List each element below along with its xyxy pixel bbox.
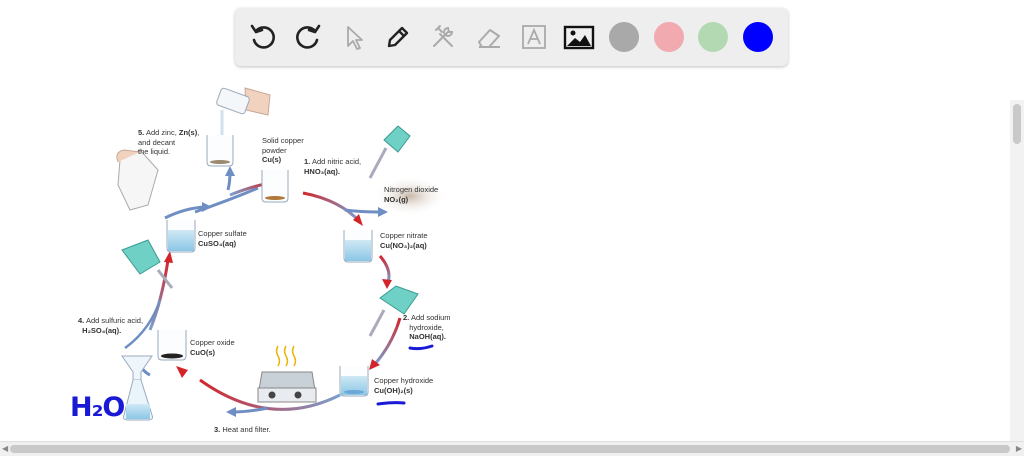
no2-label: Nitrogen dioxide NO₂(g) <box>384 185 439 204</box>
step5-label: 5. Add zinc, Zn(s), and decant the liqui… <box>138 128 200 156</box>
beaker-copper-sulfate <box>166 220 196 253</box>
copper-nitrate-label: Copper nitrate Cu(NO₃)₂(aq) <box>380 231 428 250</box>
gloved-hand-nitric <box>368 125 411 179</box>
beaker-copper-nitrate <box>343 230 373 263</box>
vertical-scrollbar[interactable] <box>1010 100 1024 442</box>
underline-naoh <box>408 344 434 351</box>
hammer-wrench-icon[interactable] <box>427 21 459 53</box>
text-icon[interactable] <box>518 21 550 53</box>
undo-icon[interactable] <box>247 21 279 53</box>
hand-pouring-top <box>216 87 271 135</box>
copper-hydroxide-label: Copper hydroxide Cu(OH)₂(s) <box>374 376 434 395</box>
step4-label: 4. Add sulfuric acid, H₂SO₄(aq). <box>78 316 144 335</box>
horizontal-scrollbar[interactable]: ◀ ▶ <box>0 441 1024 456</box>
copper-oxide-label: Copper oxide CuO(s) <box>190 338 235 357</box>
beaker-zinc-decant <box>206 135 234 167</box>
color-swatch-blue[interactable] <box>743 22 773 52</box>
gloved-hand-naoh <box>368 285 419 337</box>
color-swatch-gray[interactable] <box>609 22 639 52</box>
funnel-flask <box>121 355 153 421</box>
underline-cuoh2 <box>376 401 406 406</box>
gloved-hand-sulfuric <box>121 239 174 289</box>
hand-zinc-bag <box>116 149 159 211</box>
beaker-copper-oxide <box>157 330 187 361</box>
vertical-scroll-thumb[interactable] <box>1013 104 1021 144</box>
copper-sulfate-label: Copper sulfate CuSO₄(aq) <box>198 229 247 248</box>
no2-gas-cloud <box>372 176 448 216</box>
copper-powder-label: Solid copper powder Cu(s) <box>262 136 304 164</box>
color-swatch-pink[interactable] <box>654 22 684 52</box>
redo-icon[interactable] <box>292 21 324 53</box>
color-swatch-green[interactable] <box>698 22 728 52</box>
beaker-copper-powder <box>261 170 289 203</box>
beaker-copper-hydroxide <box>339 366 369 397</box>
copper-cycle-diagram: 5. Add zinc, Zn(s), and decant the liqui… <box>70 87 451 434</box>
drawing-toolbar <box>235 8 788 66</box>
diagram-graphics <box>116 87 448 421</box>
hot-plate <box>257 345 317 403</box>
step1-label: 1. Add nitric acid, HNO₃(aq). <box>304 157 362 176</box>
cycle-arrows <box>124 166 402 417</box>
horizontal-scroll-thumb[interactable] <box>10 445 1010 453</box>
step2-label: 2. Add sodium hydroxide, NaOH(aq). <box>403 313 451 341</box>
scroll-left-arrow-icon[interactable]: ◀ <box>2 444 9 453</box>
scroll-right-arrow-icon[interactable]: ▶ <box>1015 444 1022 453</box>
pointer-icon[interactable] <box>338 21 370 53</box>
eraser-icon[interactable] <box>473 21 505 53</box>
step3-label: 3. Heat and filter. <box>214 425 271 434</box>
image-icon[interactable] <box>563 21 595 53</box>
pen-icon[interactable] <box>382 21 414 53</box>
handwritten-h2o: H₂O <box>70 392 125 423</box>
